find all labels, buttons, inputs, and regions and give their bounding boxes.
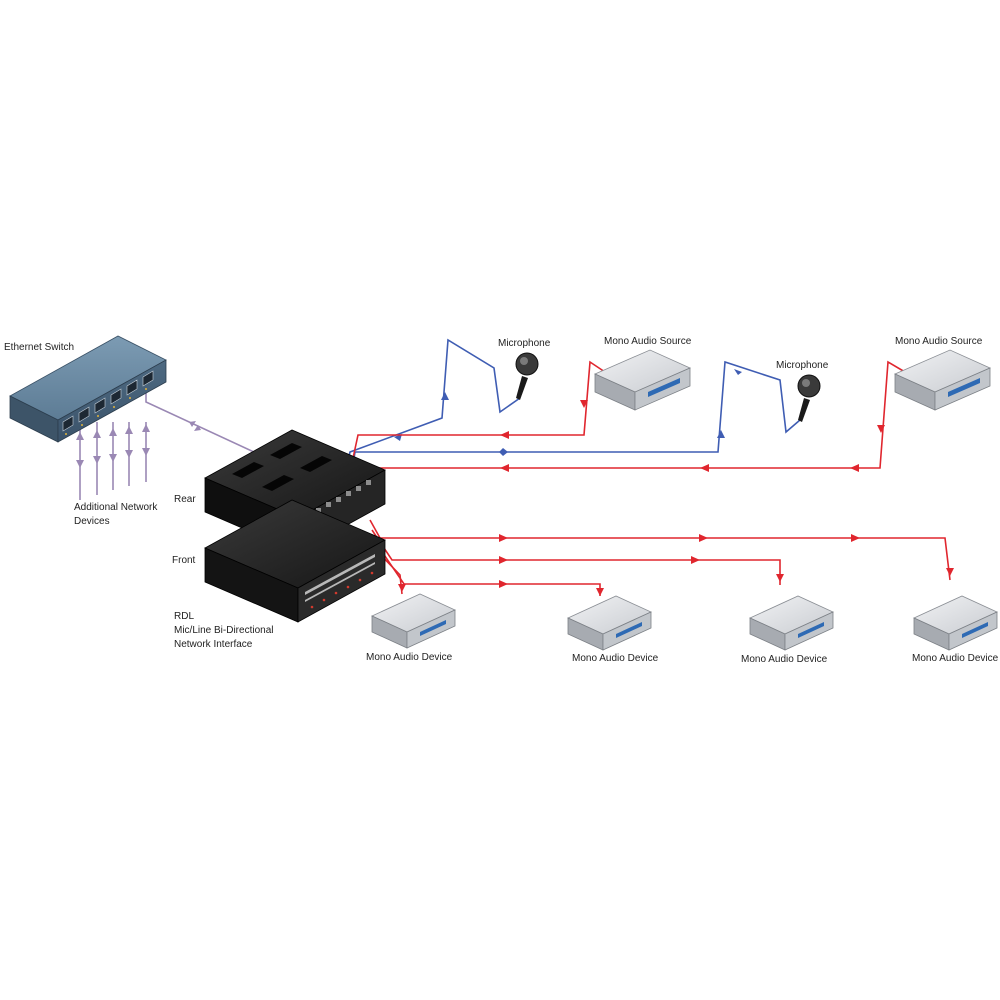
rdl-subtitle-2: Network Interface bbox=[174, 639, 253, 650]
mic-arrows bbox=[394, 369, 742, 456]
audio-arrows bbox=[398, 400, 954, 596]
labels: Ethernet Switch Additional Network Devic… bbox=[4, 336, 999, 665]
audio-source-icon bbox=[594, 349, 691, 411]
mono-audio-device-label-2: Mono Audio Device bbox=[572, 653, 659, 664]
mic-lines bbox=[339, 338, 801, 499]
audio-device-icon bbox=[913, 595, 998, 651]
rdl-interface-icon bbox=[204, 429, 386, 623]
additional-devices-label: Additional Network bbox=[74, 502, 158, 513]
mono-audio-source-label-2: Mono Audio Source bbox=[895, 336, 983, 347]
microphone-label-2: Microphone bbox=[776, 360, 829, 371]
microphone-icon bbox=[515, 352, 539, 400]
audio-source-icon bbox=[894, 349, 991, 411]
mono-audio-device-label-1: Mono Audio Device bbox=[366, 652, 453, 663]
microphone-icon bbox=[797, 374, 821, 422]
network-arrows bbox=[76, 421, 201, 468]
rdl-subtitle: Mic/Line Bi-Directional bbox=[174, 625, 273, 636]
front-label: Front bbox=[172, 555, 196, 566]
additional-devices-label-2: Devices bbox=[74, 516, 110, 527]
microphone-label-1: Microphone bbox=[498, 338, 551, 349]
ethernet-switch-label: Ethernet Switch bbox=[4, 342, 74, 353]
front-unit bbox=[204, 499, 386, 623]
ethernet-switch-icon bbox=[9, 335, 167, 443]
mono-audio-source-label-1: Mono Audio Source bbox=[604, 336, 692, 347]
audio-device-icon bbox=[749, 595, 834, 651]
audio-device-icon bbox=[371, 593, 456, 649]
audio-device-icon bbox=[567, 595, 652, 651]
mono-audio-device-label-3: Mono Audio Device bbox=[741, 654, 828, 665]
rdl-label: RDL bbox=[174, 611, 194, 622]
mono-audio-device-label-4: Mono Audio Device bbox=[912, 653, 999, 664]
rear-label: Rear bbox=[174, 494, 196, 505]
